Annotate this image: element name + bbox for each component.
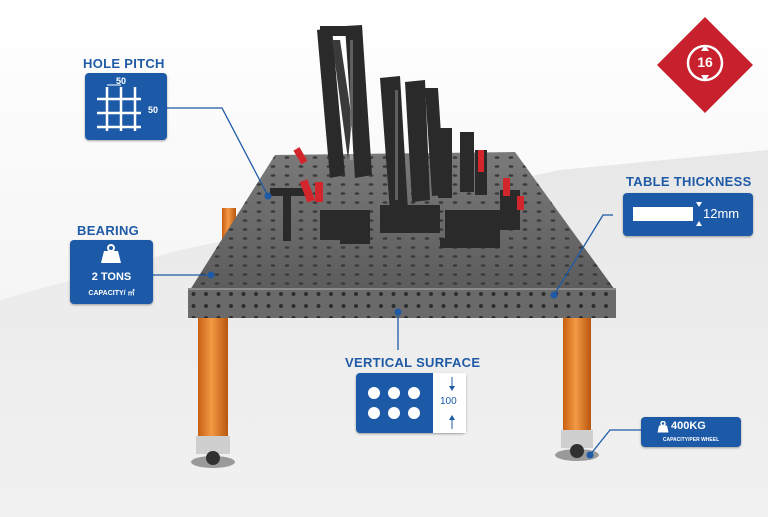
holes-icon	[368, 387, 420, 419]
bearing-value: 2 TONS	[91, 271, 132, 283]
table-thickness-box: 12mm	[623, 193, 753, 236]
vertical-surface-value: 100	[440, 396, 457, 407]
weight-icon	[657, 421, 669, 433]
bearing-sub: CAPACITY/ ㎡	[88, 290, 135, 297]
bearing-box: 2 TONS CAPACITY/ ㎡	[70, 240, 153, 304]
vertical-surface-white-panel	[433, 373, 466, 433]
badge-number: 16	[697, 54, 713, 70]
thickness-arrows-icon	[696, 202, 702, 226]
bearing-title: BEARING	[77, 223, 140, 238]
table-thickness-title: TABLE THICKNESS	[626, 174, 752, 189]
thickness-bar	[633, 207, 693, 221]
hole-pitch-top-value: 50	[116, 76, 127, 86]
wheel-capacity-value: 400KG	[671, 420, 706, 432]
hole-pitch-title: HOLE PITCH	[83, 56, 165, 71]
grid-icon	[97, 84, 141, 131]
size-badge	[657, 17, 753, 113]
hole-pitch-box: 50 50	[85, 73, 167, 140]
table-thickness-value: 12mm	[703, 206, 740, 221]
vertical-surface-box: 100	[356, 373, 466, 433]
vertical-surface-title: VERTICAL SURFACE	[345, 355, 481, 370]
weight-icon	[101, 244, 121, 263]
wheel-capacity-sub: CAPACITY/PER WHEEL	[662, 437, 720, 443]
vertical-arrows-icon	[449, 377, 455, 429]
up-down-arrow-circle-icon	[701, 45, 709, 81]
wheel-capacity-box: 400KG CAPACITY/PER WHEEL	[641, 417, 741, 447]
hole-pitch-side-value: 50	[148, 105, 159, 115]
